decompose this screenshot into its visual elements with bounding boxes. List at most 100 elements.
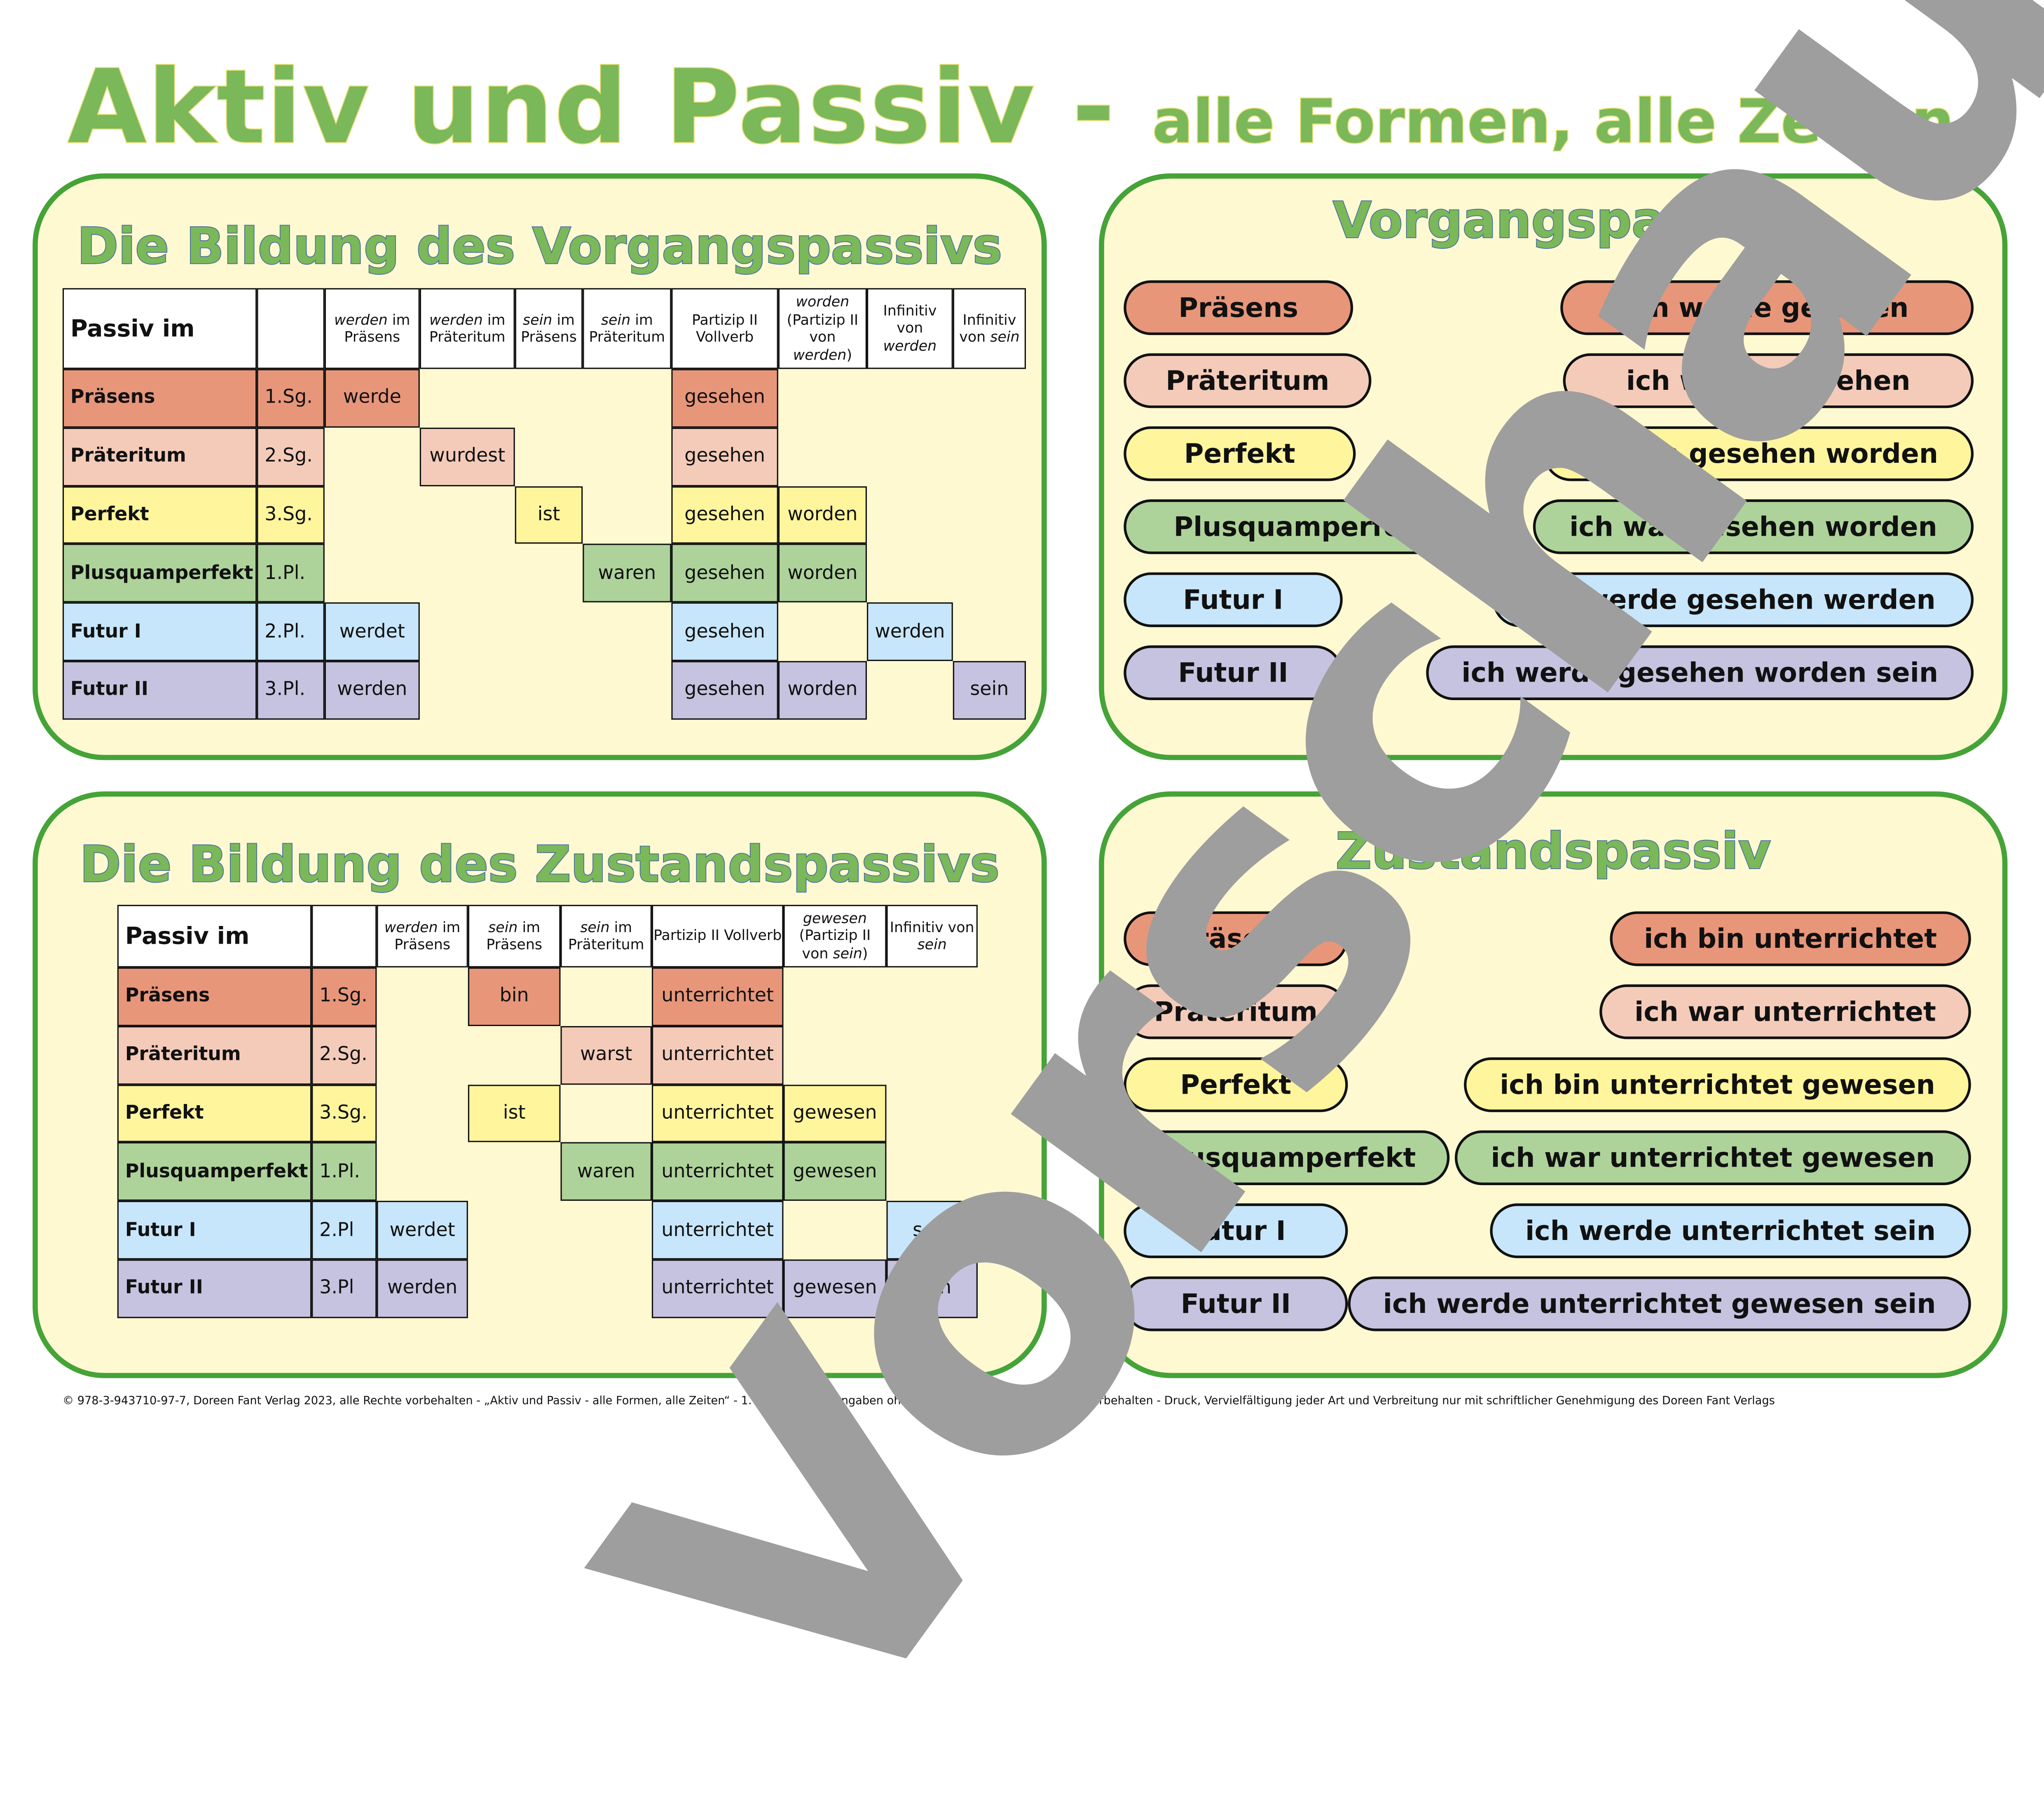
tense-label: Futur II [117,1259,312,1318]
form-cell: warst [560,1026,652,1085]
header-text: worden [796,293,850,311]
person-label: 2.Sg. [311,1026,377,1085]
column-header: sein im Präteritum [560,905,652,968]
column-header: werden im Präsens [377,905,468,968]
header-text: sein [601,311,631,328]
tense-label: Futur II [62,661,257,720]
example-pill: ich bin unterrichtet gewesen [1464,1057,1971,1112]
tense-label: Präteritum [62,427,257,486]
header-text: sein [833,945,862,962]
poster: Aktiv und Passiv - alle Formen, alle Zeit… [33,0,2044,1814]
main-title: Aktiv und Passiv - alle Formen, alle Zeit… [67,49,1955,168]
tense-label: Plusquamperfekt [117,1142,312,1201]
form-cell: unterrichtet [651,1026,784,1085]
header-text: werden [334,311,388,328]
header-text: sein [580,918,610,936]
header-text: sein [523,311,553,328]
header-passiv-im: Passiv im [117,905,312,968]
column-header: sein im Präsens [468,905,561,968]
column-header: werden im Präteritum [419,288,515,369]
form-cell: werden [377,1259,468,1318]
header-person [257,288,325,369]
header-text: werden [384,918,438,936]
tense-label: Präsens [117,967,312,1026]
form-cell: bin [468,967,561,1026]
header-text: Infinitiv von [959,311,1016,346]
header-text: (Partizip II von [787,311,859,346]
form-cell: gesehen [671,602,778,661]
tense-label: Perfekt [62,485,257,544]
example-pill: ich werde unterrichtet gewesen sein [1348,1276,1971,1331]
header-text: Infinitiv von [890,918,974,936]
person-label: 3.Sg. [257,485,325,544]
title-main: Aktiv und Passiv - [67,49,1116,168]
example-pill: ich werde gesehen [1560,280,1974,335]
column-header: worden (Partizip II von werden) [778,288,867,369]
tense-pill: Futur II [1124,1276,1348,1331]
tense-label: Präsens [62,369,257,428]
example-pill: ich werde gesehen worden sein [1426,645,1974,701]
column-header: Infinitiv von sein [886,905,978,968]
form-cell: unterrichtet [651,1142,784,1201]
form-cell: worden [778,485,867,544]
person-label: 1.Pl. [257,544,325,603]
header-text: gewesen [803,909,867,927]
person-label: 3.Sg. [311,1084,377,1143]
header-text: im Präsens [394,918,461,953]
form-cell: werden [866,602,953,661]
vorgang-table-title: Die Bildung des Vorgangspassivs [77,217,1003,276]
zustand-pills-title: Zustandspassiv [1335,822,1772,881]
tense-label: Plusquamperfekt [62,544,257,603]
header-text: Partizip II Vollverb [653,927,782,944]
form-cell: ist [468,1084,561,1143]
form-cell: gesehen [671,427,778,486]
form-cell: sein [953,661,1026,720]
form-cell: sein [886,1259,978,1318]
header-text: im Präteritum [589,311,665,346]
header-text: sein [990,328,1020,346]
person-label: 2.Sg. [257,427,325,486]
header-text: sein [488,918,518,936]
header-text: werden [793,346,847,363]
header-text: sein [917,936,947,953]
form-cell: gesehen [671,369,778,428]
header-text: im Präsens [521,311,577,346]
column-header: werden im Präsens [324,288,420,369]
form-cell: sein [886,1201,978,1260]
header-text: werden [429,311,483,328]
form-cell: gesehen [671,485,778,544]
form-cell: gesehen [671,544,778,603]
person-label: 2.Pl. [257,602,325,661]
person-label: 1.Sg. [257,369,325,428]
tense-label: Futur I [117,1201,312,1260]
form-cell: waren [583,544,672,603]
vorgang-pills-title: Vorgangspassiv [1332,191,1775,250]
header-text: werden [883,337,937,354]
column-header: Infinitiv von werden [866,288,953,369]
tense-label: Perfekt [117,1084,312,1143]
form-cell: werde [324,369,420,428]
tense-pill: Präsens [1124,280,1353,335]
column-header: sein im Präteritum [583,288,672,369]
example-pill: ich bin gesehen worden [1543,426,1974,481]
tense-pill: Futur I [1124,1203,1348,1259]
title-sub: alle Formen, alle Zeiten [1151,85,1955,157]
example-pill: ich war unterrichtet [1599,984,1971,1039]
header-text: (Partizip II von [799,927,871,962]
tense-pill: Plusquamperfekt [1124,499,1482,554]
form-cell: worden [778,661,867,720]
column-header: gewesen (Partizip II von sein) [783,905,887,968]
form-cell: wurdest [419,427,515,486]
form-cell: gewesen [783,1084,887,1143]
header-text: ) [862,945,868,962]
form-cell: unterrichtet [651,967,784,1026]
example-pill: ich wurde gesehen [1563,353,1974,408]
zustand-table-title: Die Bildung des Zustandspassivs [79,835,1000,894]
column-header: Partizip II Vollverb [671,288,778,369]
header-text: ) [846,346,852,363]
person-label: 1.Pl. [311,1142,377,1201]
example-pill: ich war gesehen worden [1533,499,1974,554]
tense-pill: Perfekt [1124,1057,1348,1112]
form-cell: unterrichtet [651,1201,784,1260]
form-cell: gewesen [783,1259,887,1318]
